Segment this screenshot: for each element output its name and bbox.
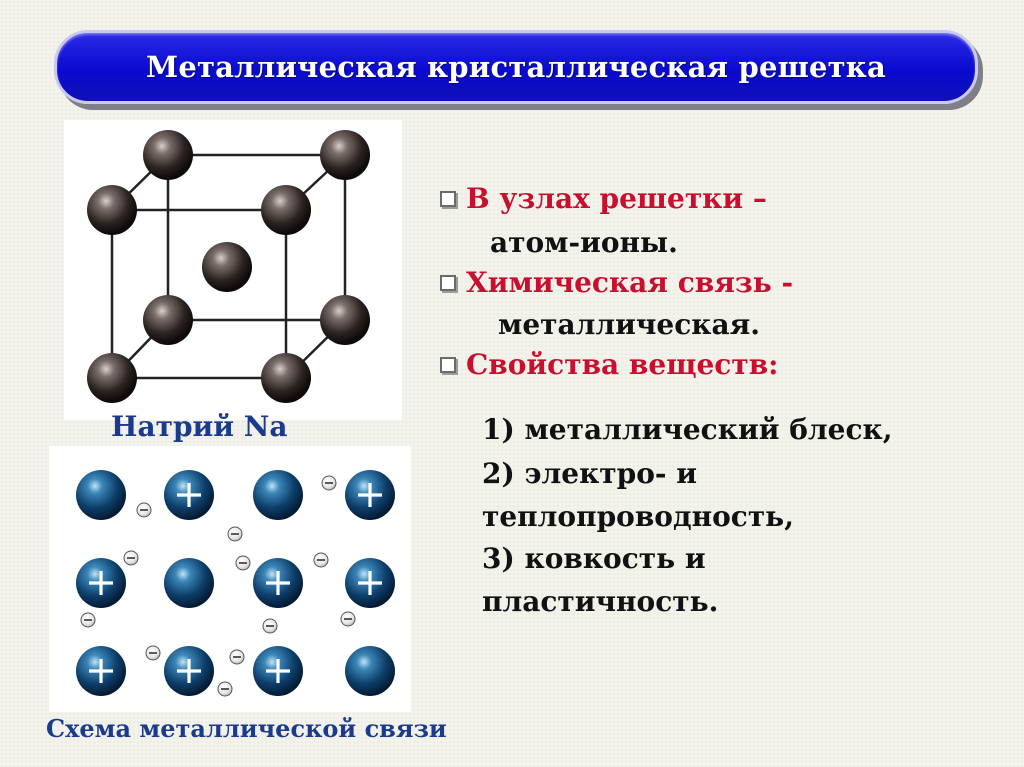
atom	[320, 130, 370, 180]
electron	[340, 611, 356, 627]
electron	[313, 552, 329, 568]
plus-sign-icon	[89, 571, 113, 595]
property-item: пластичность.	[482, 585, 719, 618]
cation	[253, 558, 303, 608]
atom	[345, 646, 395, 696]
bullet-label: Химическая связь -	[466, 266, 794, 299]
cation	[345, 558, 395, 608]
metallic-bond-scheme	[49, 446, 411, 712]
cation	[76, 646, 126, 696]
atom	[320, 295, 370, 345]
electron	[227, 526, 243, 542]
plus-sign-icon	[358, 483, 382, 507]
plus-sign-icon	[177, 659, 201, 683]
cation	[164, 646, 214, 696]
bullet-item-nodes: В узлах решетки –	[440, 182, 767, 215]
plus-sign-icon	[358, 571, 382, 595]
electron	[229, 649, 245, 665]
center-atom	[202, 242, 252, 292]
atom	[261, 185, 311, 235]
bullet-label: Свойства веществ:	[466, 348, 779, 381]
property-item: 1) металлический блеск,	[482, 413, 893, 446]
atom	[253, 470, 303, 520]
atom	[164, 558, 214, 608]
checkbox-square-icon	[440, 190, 456, 207]
property-item: 3) ковкость и	[482, 542, 706, 575]
plus-sign-icon	[266, 571, 290, 595]
scheme-caption: Схема металлической связи	[46, 714, 447, 743]
electron	[217, 681, 233, 697]
plus-sign-icon	[266, 659, 290, 683]
cation	[76, 558, 126, 608]
cation	[345, 470, 395, 520]
atom	[87, 353, 137, 403]
electron	[321, 475, 337, 491]
bullet-item-properties: Свойства веществ:	[440, 348, 779, 381]
lattice-atoms	[87, 130, 370, 403]
atom	[261, 353, 311, 403]
property-item: 2) электро- и	[482, 457, 698, 490]
plus-sign-icon	[89, 659, 113, 683]
slide-title: Металлическая кристаллическая решетка	[146, 50, 886, 84]
checkbox-square-icon	[440, 356, 456, 373]
electron	[80, 612, 96, 628]
bullet-label: В узлах решетки –	[466, 182, 767, 215]
metallic-bond-svg	[76, 470, 395, 697]
bcc-lattice-illustration	[64, 120, 402, 420]
atom	[76, 470, 126, 520]
atom	[143, 130, 193, 180]
property-item: теплопроводность,	[482, 500, 794, 533]
atom	[143, 295, 193, 345]
electron	[235, 555, 251, 571]
plus-sign-icon	[177, 483, 201, 507]
bullet-item-bond: Химическая связь -	[440, 266, 793, 299]
checkbox-square-icon	[440, 274, 456, 291]
cation	[253, 646, 303, 696]
electron	[262, 618, 278, 634]
electron	[145, 645, 161, 661]
bcc-lattice-svg	[87, 130, 370, 403]
atom	[87, 185, 137, 235]
bullet-continuation: атом-ионы.	[490, 226, 678, 259]
electron	[136, 502, 152, 518]
cation	[164, 470, 214, 520]
electron	[123, 550, 139, 566]
title-banner: Металлическая кристаллическая решетка	[54, 30, 978, 104]
bullet-continuation: металлическая.	[498, 308, 761, 341]
cube-caption: Натрий Na	[111, 410, 288, 443]
